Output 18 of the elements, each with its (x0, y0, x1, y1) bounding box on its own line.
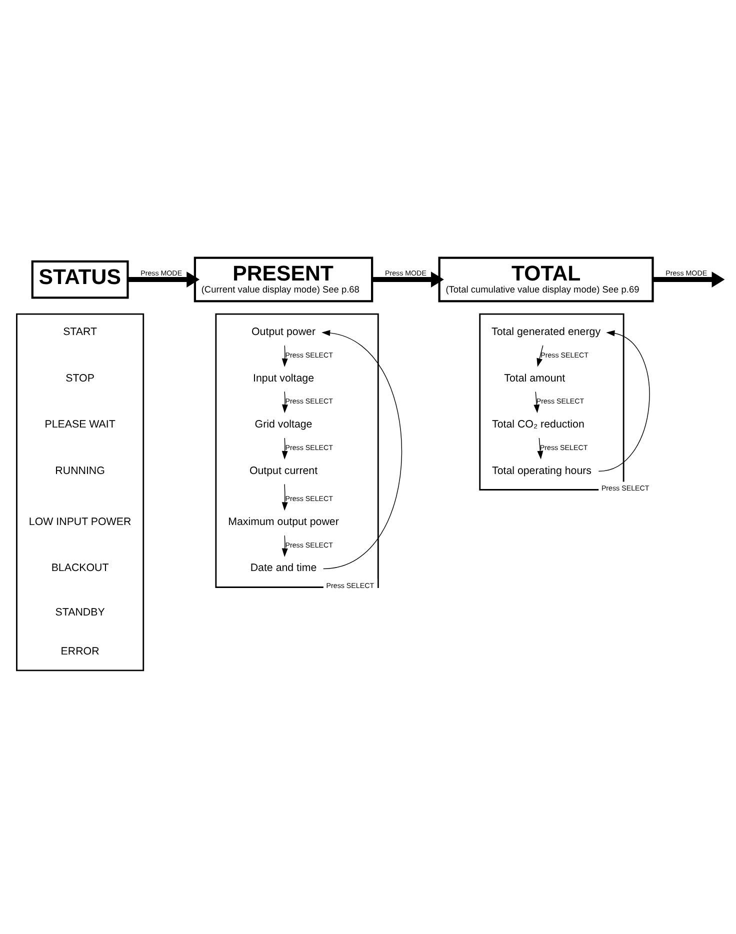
node-text: START (63, 326, 98, 338)
node-text: Date and time (250, 562, 317, 574)
node-text: Grid voltage (254, 418, 312, 431)
node-text: PLEASE WAIT (44, 418, 116, 431)
node-text: Output power (252, 326, 316, 338)
node-text: Input voltage (253, 372, 314, 384)
node-text: Output current (249, 464, 318, 477)
node-text: Total generated energy (492, 326, 601, 338)
node-text: STANDBY (55, 606, 105, 618)
node-text: ERROR (60, 645, 100, 658)
node-text: BLACKOUT (51, 562, 109, 574)
node-text: Total operating hours (492, 464, 592, 477)
node-text: RUNNING (55, 464, 105, 477)
node-text: Total CO₂ reduction (492, 418, 584, 431)
node-text: LOW INPUT POWER (28, 516, 132, 528)
node-text: Maximum output power (228, 516, 339, 528)
node-text: STOP (66, 372, 94, 384)
node-text: Total amount (504, 372, 566, 384)
